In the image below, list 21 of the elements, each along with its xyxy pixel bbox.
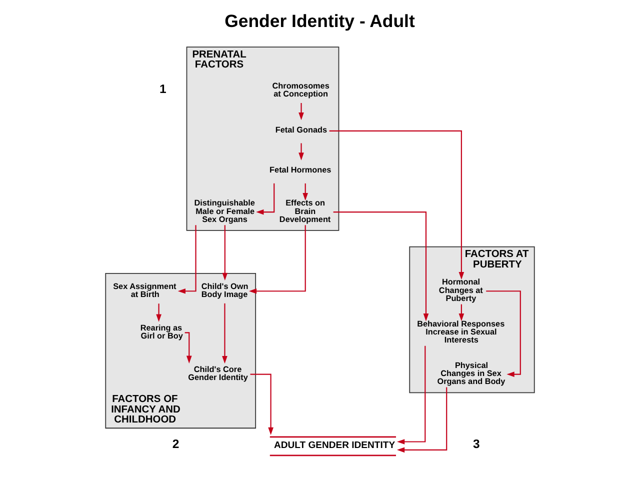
arrow xyxy=(486,290,521,377)
diagram-title: Gender Identity - Adult xyxy=(224,11,415,32)
arrow xyxy=(156,304,162,322)
arrow xyxy=(248,225,306,294)
node-label: 1 xyxy=(159,82,166,96)
arrow xyxy=(178,225,196,294)
node-text: ADULT GENDER IDENTITY xyxy=(274,440,396,452)
arrow xyxy=(458,304,464,322)
arrow xyxy=(302,183,308,201)
arrow xyxy=(333,212,429,322)
arrow xyxy=(250,374,274,436)
arrow xyxy=(329,130,464,280)
arrow xyxy=(222,225,228,280)
node-label: 3 xyxy=(473,437,480,452)
arrow xyxy=(298,103,304,120)
arrow xyxy=(298,143,304,160)
arrow xyxy=(222,303,228,364)
node-label: 2 xyxy=(172,437,180,452)
arrow xyxy=(256,183,275,215)
arrow xyxy=(396,346,426,444)
arrow xyxy=(396,387,448,453)
